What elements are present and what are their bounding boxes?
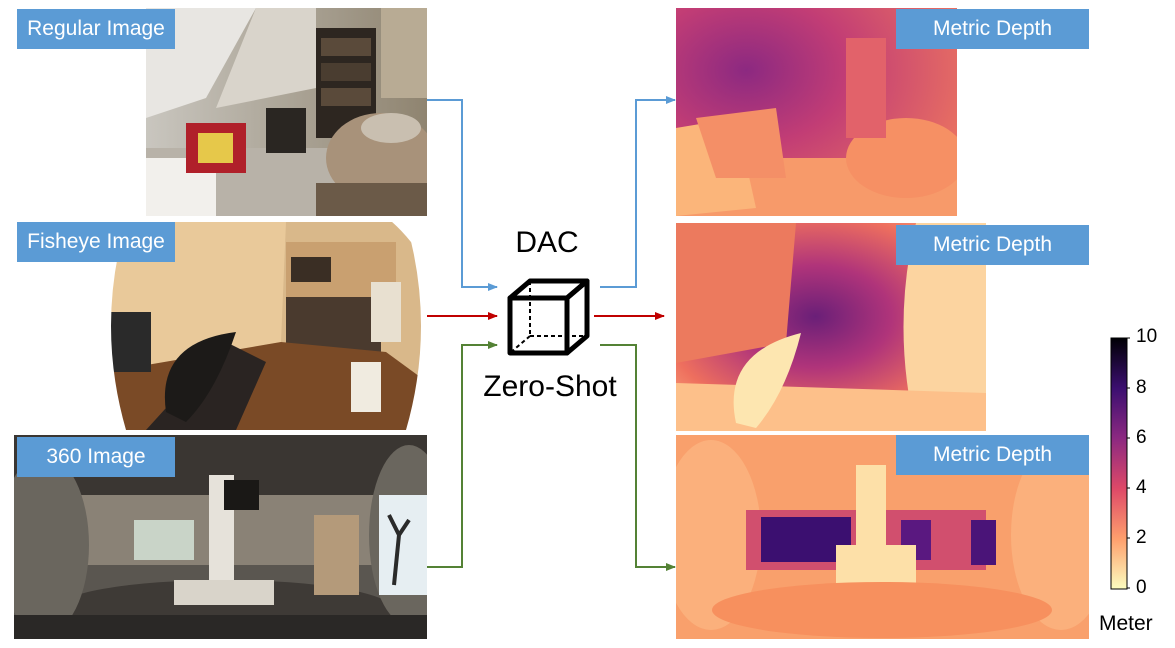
- arrow-regular-to-model: [427, 99, 498, 291]
- zero-shot-caption: Zero-Shot: [483, 370, 617, 403]
- depth-map-panorama: [676, 435, 1089, 639]
- metric-depth-label-3: Metric Depth: [896, 435, 1089, 475]
- arrow-model-to-depth-1: [600, 96, 676, 288]
- colorbar-tick-6: 6: [1136, 427, 1147, 448]
- colorbar-tick-0: 0: [1136, 577, 1147, 598]
- regular-image: [146, 8, 427, 216]
- depth-map-fisheye: [676, 223, 986, 431]
- metric-depth-label-1: Metric Depth: [896, 9, 1089, 49]
- fisheye-image-label: Fisheye Image: [17, 222, 175, 262]
- regular-image-label: Regular Image: [17, 9, 175, 49]
- panorama-image-label: 360 Image: [17, 437, 175, 477]
- model-name: DAC: [515, 226, 579, 259]
- colorbar-tick-10: 10: [1136, 326, 1158, 347]
- depth-colorbar: [1110, 337, 1130, 590]
- colorbar-tick-8: 8: [1136, 377, 1147, 398]
- colorbar-tick-4: 4: [1136, 477, 1147, 498]
- cube-icon: [507, 278, 590, 356]
- colorbar-unit-label: Meter: [1099, 612, 1153, 635]
- metric-depth-label-2: Metric Depth: [896, 225, 1089, 265]
- colorbar-tick-2: 2: [1136, 527, 1147, 548]
- depth-map-regular: [676, 8, 957, 216]
